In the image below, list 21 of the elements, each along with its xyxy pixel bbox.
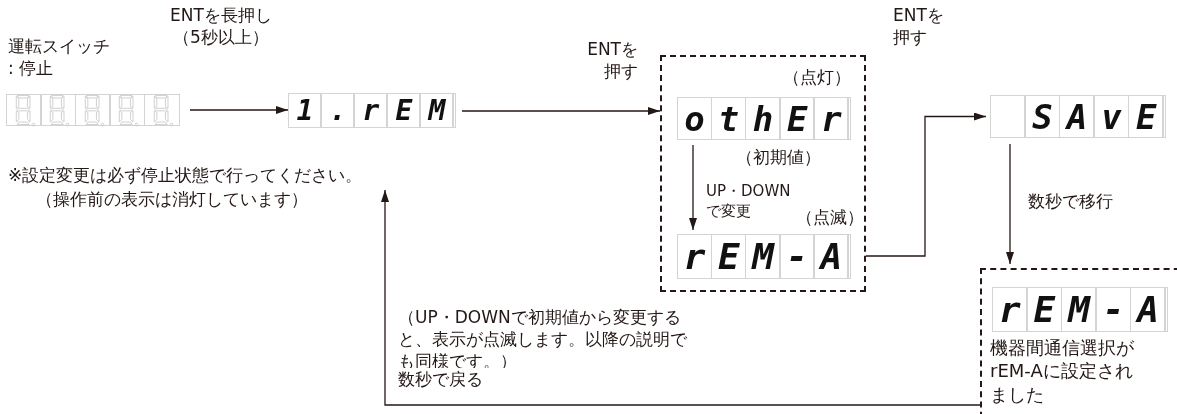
segment-readout: othEr	[683, 98, 856, 139]
segment-readout: rEM-A	[997, 288, 1172, 331]
segment-readout: rEM-A	[682, 235, 855, 278]
flow-arrow	[689, 144, 697, 231]
note-text: （初期値）	[736, 146, 822, 169]
segment-readout: 1.rEM	[295, 94, 462, 127]
note-text: （点灯）	[783, 66, 852, 89]
segment-display	[990, 95, 1166, 138]
flow-arrow	[1006, 143, 1014, 265]
message-text: 機器間通信選択が rEM-Aに設定されました	[990, 336, 1135, 407]
flow-arrow	[865, 112, 987, 257]
note-text: ※設定変更は必ず停止状態で行ってください。	[8, 164, 363, 187]
unlit-segment-display	[7, 94, 180, 126]
note-text: （点滅）	[796, 206, 865, 229]
dashed-group-box	[980, 268, 1177, 414]
note-text: （操作前の表示は消灯しています）	[36, 188, 308, 211]
flow-arrow	[461, 107, 661, 115]
segment-readout: SAvE	[1031, 96, 1171, 137]
note-text: 運転スイッチ : 停止	[8, 35, 111, 80]
flow-arrow	[189, 106, 289, 114]
flow-arrow	[381, 189, 981, 406]
